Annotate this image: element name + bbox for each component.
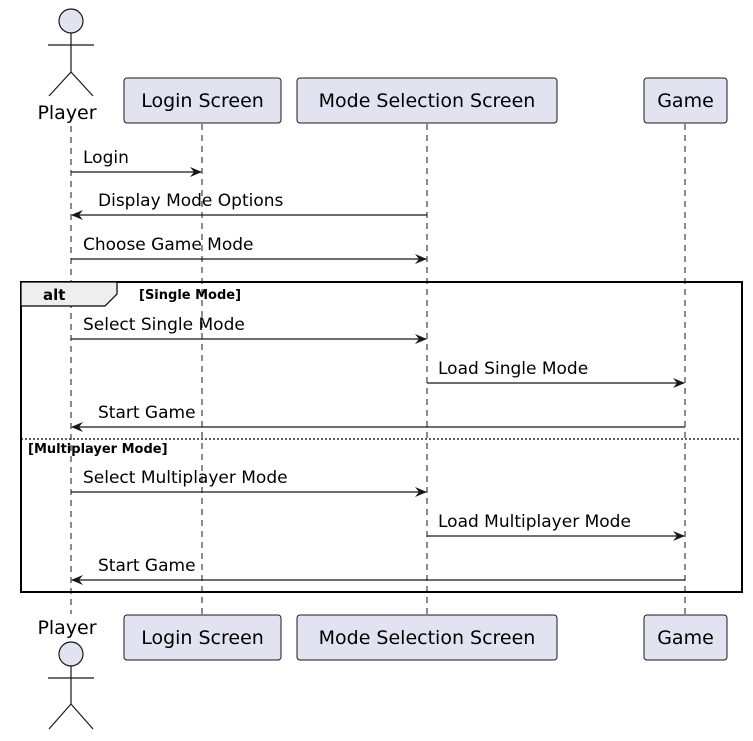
message-label: Choose Game Mode (83, 235, 254, 255)
alt-operator-label: alt (43, 286, 65, 304)
message-label: Display Mode Options (98, 191, 284, 211)
login-screen-box-bottom: Login Screen (123, 614, 282, 661)
player-actor-top (48, 8, 94, 97)
message-label: Start Game (98, 556, 196, 576)
player-actor-bottom (48, 641, 94, 730)
login-screen-label-bottom: Login Screen (141, 627, 264, 649)
alt-fragment-tab (20, 281, 118, 307)
message-label: Load Multiplayer Mode (438, 512, 631, 532)
game-label-bottom: Game (657, 627, 714, 649)
guard-single-mode: [Single Mode] (139, 288, 241, 303)
mode-selection-screen-box-top: Mode Selection Screen (296, 77, 558, 124)
message-label: Login (83, 148, 129, 168)
login-screen-label-top: Login Screen (141, 90, 264, 112)
mode-selection-screen-box-bottom: Mode Selection Screen (296, 614, 558, 661)
message-label: Select Single Mode (83, 315, 245, 335)
mode-selection-screen-label-bottom: Mode Selection Screen (319, 627, 536, 649)
login-screen-box-top: Login Screen (123, 77, 282, 124)
game-box-top: Game (643, 77, 728, 124)
message-label: Load Single Mode (438, 359, 588, 379)
mode-selection-screen-label-top: Mode Selection Screen (319, 90, 536, 112)
game-label-top: Game (657, 90, 714, 112)
player-label-bottom: Player (37, 617, 96, 639)
player-label-top: Player (37, 102, 96, 124)
message-label: Select Multiplayer Mode (83, 468, 288, 488)
message-label: Start Game (98, 403, 196, 423)
game-box-bottom: Game (643, 614, 728, 661)
alt-fragment (20, 281, 743, 593)
guard-multiplayer-mode: [Multiplayer Mode] (28, 442, 168, 457)
